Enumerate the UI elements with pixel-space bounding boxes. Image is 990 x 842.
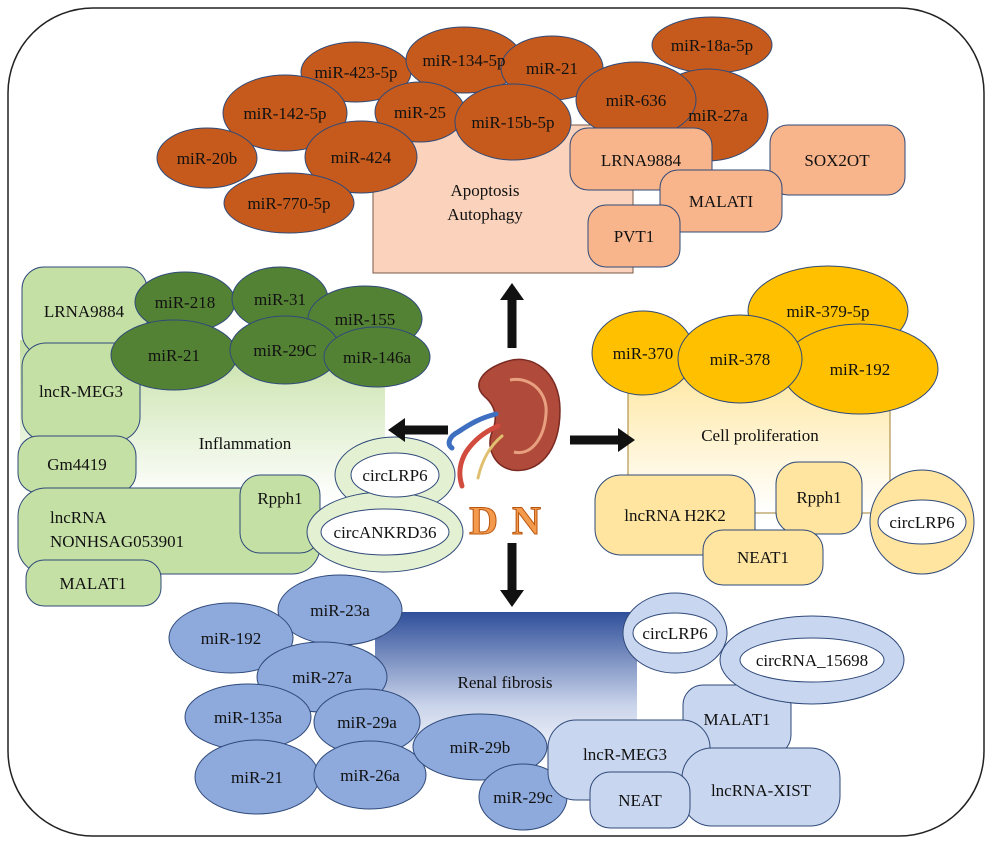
lncrna-label: lncR-MEG3 (583, 745, 667, 764)
mirna-label: miR-142-5p (243, 104, 326, 123)
lncrna-label: MALATI (689, 192, 754, 211)
inflammation-title: Inflammation (199, 434, 292, 453)
mirna-label: miR-29a (337, 713, 397, 732)
mirna-label: miR-27a (292, 668, 352, 687)
mirna-label: miR-155 (335, 310, 395, 329)
mirna-label: miR-21 (148, 346, 200, 365)
mirna-label: miR-135a (214, 708, 282, 727)
mirna-label: miR-146a (343, 348, 411, 367)
circrna-label: circANKRD36 (334, 523, 437, 542)
lncrna-node (659, 169, 783, 233)
mirna-label: miR-31 (254, 290, 306, 309)
arrow-up-head (500, 283, 524, 300)
mirna-label: miR-25 (394, 103, 446, 122)
mirna-label: miR-370 (613, 344, 673, 363)
lncrna-label: LRNA9884 (601, 151, 682, 170)
mirna-label: miR-23a (310, 601, 370, 620)
lncrna-node (25, 559, 162, 607)
lncrna-label-multiline: lncRNA NONHSAG053901 (50, 508, 184, 551)
lncrna-label: lncRNA-XIST (711, 781, 812, 800)
mirna-node (323, 326, 431, 388)
lncrna-label-line1: lncRNA (50, 508, 107, 527)
mirna-node (222, 74, 348, 152)
lncrna-node (239, 474, 321, 554)
lncrna-label: SOX2OT (804, 151, 870, 170)
mirna-label: miR-29c (493, 788, 553, 807)
lncrna-label: MALAT1 (703, 710, 770, 729)
mirna-label: miR-192 (201, 629, 261, 648)
lncrna-label: lncR-MEG3 (39, 382, 123, 401)
mirna-label: miR-770-5p (247, 194, 330, 213)
mirna-label: miR-379-5p (786, 302, 869, 321)
mirna-label: miR-21 (526, 59, 578, 78)
lncrna-label: NEAT1 (737, 548, 789, 567)
mirna-node (677, 314, 803, 404)
arrow-left-head (388, 418, 405, 442)
mirna-label: miR-218 (155, 293, 215, 312)
lncrna-label: Rpph1 (257, 489, 302, 508)
lncrna-node (769, 124, 906, 196)
proliferation-title: Cell proliferation (701, 426, 819, 445)
mirna-label: miR-18a-5p (671, 36, 753, 55)
circrna-core (739, 637, 885, 683)
mirna-node (156, 127, 258, 189)
mirna-label: miR-29b (450, 738, 510, 757)
circrna-core (350, 452, 440, 498)
mirna-label: miR-192 (830, 360, 890, 379)
mirna-label: miR-378 (710, 350, 770, 369)
circrna-label: circLRP6 (642, 624, 707, 643)
lncrna-label: Rpph1 (796, 488, 841, 507)
kidney-icon (446, 358, 561, 489)
circrna-label: circRNA_15698 (756, 651, 868, 670)
lncrna-label: Gm4419 (47, 455, 107, 474)
arrow-down-head (500, 590, 524, 607)
lncrna-label: MALAT1 (59, 574, 126, 593)
dn-label: DN (469, 498, 555, 543)
circrna-core (632, 612, 718, 654)
circrna-core (320, 508, 450, 556)
mirna-node (223, 172, 355, 234)
lncrna-node (587, 204, 681, 268)
lncrna-label: NEAT (618, 791, 662, 810)
mirna-label: miR-423-5p (314, 63, 397, 82)
lncrna-label: LRNA9884 (44, 302, 125, 321)
lncrna-label: lncRNA H2K2 (624, 506, 726, 525)
mirna-label: miR-636 (606, 91, 666, 110)
circrna-core (877, 499, 967, 545)
lncrna-node (702, 529, 824, 586)
mirna-node (412, 713, 548, 781)
circrna-label: circLRP6 (889, 513, 954, 532)
lncrna-label: PVT1 (614, 227, 655, 246)
mirna-label: miR-29C (253, 341, 316, 360)
mirna-label: miR-15b-5p (471, 113, 554, 132)
apoptosis-title-line2: Autophagy (447, 205, 523, 224)
lncrna-node (589, 771, 691, 829)
mirna-label: miR-20b (177, 149, 237, 168)
mirna-label: miR-21 (231, 768, 283, 787)
mirna-label: miR-26a (340, 766, 400, 785)
arrow-right-head (618, 428, 635, 452)
mirna-node (313, 740, 427, 810)
lncrna-label-line2: NONHSAG053901 (50, 532, 184, 551)
mirna-label: miR-424 (331, 148, 392, 167)
mirna-node (454, 83, 572, 161)
apoptosis-title-line1: Apoptosis (451, 181, 520, 200)
mirna-label: miR-27a (688, 106, 748, 125)
lncrna-node (775, 461, 863, 535)
mirna-label: miR-134-5p (422, 51, 505, 70)
mirna-node (304, 120, 418, 194)
mirna-node (168, 602, 294, 674)
circrna-label: circLRP6 (362, 466, 427, 485)
fibrosis-title: Renal fibrosis (458, 673, 553, 692)
